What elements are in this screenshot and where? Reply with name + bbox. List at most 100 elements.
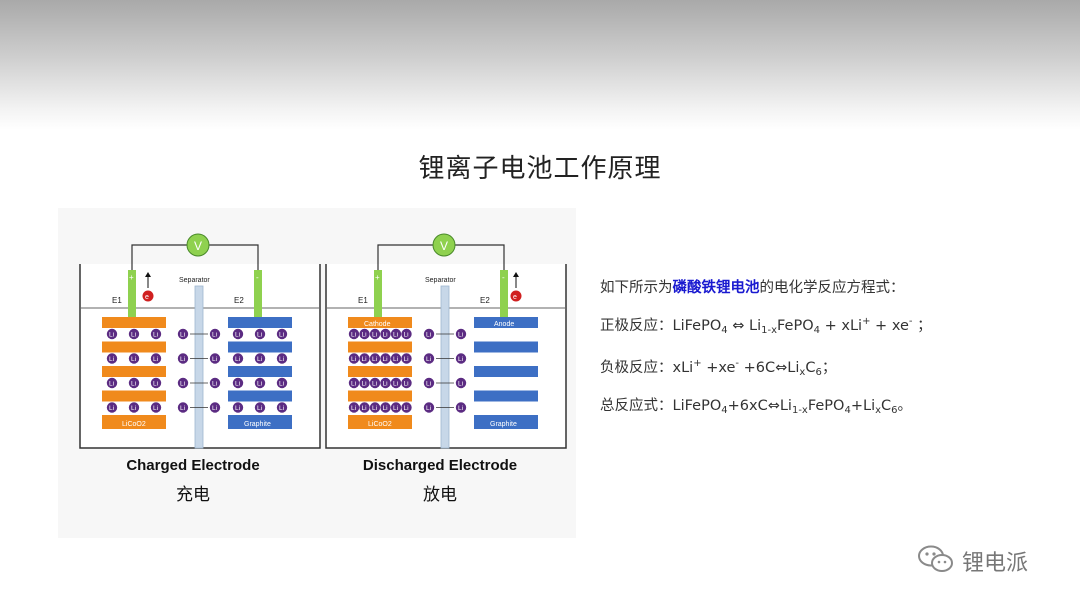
li-ion-label: Li [212,405,217,412]
voltmeter-label: V [440,239,448,253]
eq-arrow: ⇔ [727,318,749,334]
li-ion [348,377,360,389]
li-ion-label: Li [362,405,367,412]
li-ion [369,328,381,340]
total-reaction: 总反应式：LiFePO4+6xC⇔Li1-xFePO4+LixC6。 [600,394,912,416]
cathode-label: LiCoO2 [122,421,146,428]
li-ion-label: Li [393,381,398,388]
li-ion [232,353,244,364]
electrode-e1-rod [374,270,382,318]
plus-sign: + [375,273,380,282]
li-ion [209,353,221,364]
li-ion-label: Li [362,381,367,388]
eq-sup: - [908,316,913,327]
li-ion-label: Li [351,356,356,363]
eq-term: + xLi [820,318,863,334]
electron-icon [510,290,522,302]
li-ion-label: Li [180,356,185,363]
li-ion-label: Li [257,381,262,388]
li-ion-label: Li [109,356,114,363]
brand-name: 锂电派 [962,551,1029,576]
li-ion-label: Li [383,356,388,363]
separator [440,285,450,449]
li-ion [359,328,370,340]
li-ion-label: Li [212,332,217,339]
li-ion-label: Li [351,332,356,339]
li-ion-label: Li [372,356,377,363]
li-ion [390,402,402,413]
li-ion [254,377,266,389]
li-ion-label: Li [109,332,114,339]
li-ion [401,328,412,340]
li-ion-label: Li [212,381,217,388]
li-ion [380,328,391,340]
li-ion-label: Li [458,381,463,388]
li-ion-label: Li [372,381,377,388]
eq-sub: 6 [815,367,822,378]
eq-sup: + [862,316,871,327]
separator [194,285,204,449]
li-ion-label: Li [393,356,398,363]
li-ion [177,353,189,364]
eq-term: Li [748,318,762,334]
electron-label: e [145,294,149,301]
e2-label: E2 [480,296,490,305]
li-ion [150,402,162,413]
li-ion [150,328,162,340]
anode-plate [228,366,292,377]
li-ion-label: Li [279,332,284,339]
eq-term: +6C⇔Li [739,360,800,376]
intro-suffix: 的电化学反应方程式： [759,280,905,296]
anode-plate [228,341,292,353]
li-ion [128,353,140,364]
anode-plate [474,341,538,353]
li-ion [401,353,412,364]
li-ion [254,328,266,340]
li-ion [423,328,435,340]
li-ion-label: Li [279,356,284,363]
anode-plate [228,390,292,402]
li-ion [276,353,288,364]
li-ion [232,377,244,389]
positive-label: 正极反应： [600,318,673,334]
li-ion [276,377,288,389]
li-ion-label: Li [279,405,284,412]
li-ion-label: Li [109,381,114,388]
electron-label: e [513,294,517,301]
li-ion [177,402,189,413]
eq-term: +6xC⇔Li [727,398,792,414]
anode-plate [474,366,538,377]
li-ion [359,402,370,413]
li-ion-label: Li [109,405,114,412]
li-ion-label: Li [257,356,262,363]
li-ion [150,353,162,364]
li-ion [423,377,435,389]
li-ion-label: Li [426,405,431,412]
electrode-e2-rod [254,270,262,318]
li-ion-label: Li [131,405,136,412]
eq-term: LiFePO [672,318,722,334]
voltmeter-icon [186,233,210,257]
caption-charged-cn: 充电 [176,485,210,505]
li-ion-label: Li [257,405,262,412]
li-ion [401,402,412,413]
li-ion [128,328,140,340]
li-ion-label: Li [235,356,240,363]
li-ion [276,328,288,340]
li-ion-label: Li [212,356,217,363]
voltmeter-icon [432,233,456,257]
eq-sub: 6 [891,405,898,416]
li-ion-label: Li [458,405,463,412]
li-ion [455,353,467,364]
eq-sub: 1-x [761,325,777,336]
li-ion-label: Li [362,356,367,363]
electrode-e1-rod [128,270,136,318]
li-ion-label: Li [153,381,158,388]
cathode-plate [102,390,166,402]
electrode-e2-rod [500,270,508,318]
eq-sup: + [693,358,702,369]
li-ion [423,402,435,413]
anode-base [228,417,292,429]
li-ion [150,377,162,389]
